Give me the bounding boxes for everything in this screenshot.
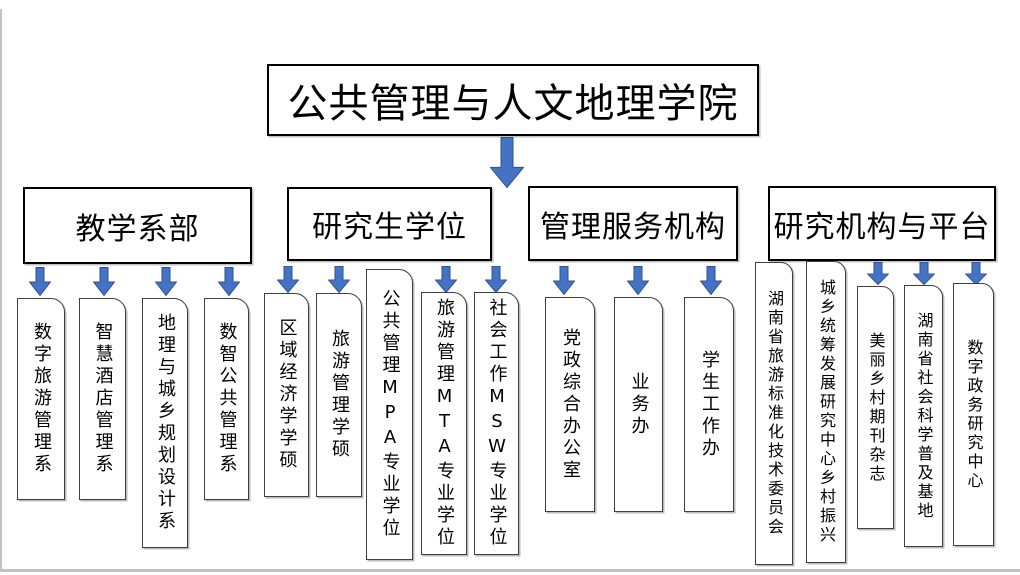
org-child-box-business-office: 业务办 xyxy=(614,297,663,512)
down-arrow-icon xyxy=(277,266,299,293)
org-child-box-digital-govt-research-center: 数字政务研究中心 xyxy=(953,283,994,546)
org-child-box-social-science-popularization-base: 湖南省社会科学普及基地 xyxy=(904,285,943,547)
org-child-label: 党政综合办公室 xyxy=(560,327,581,482)
org-child-label: 湖南省旅游标准化技术委员会 xyxy=(765,290,784,537)
down-arrow-icon xyxy=(867,262,889,285)
org-child-label: 公共管理MPA专业学位 xyxy=(379,289,401,540)
down-arrow-icon xyxy=(435,266,457,293)
org-child-label: 旅游管理MTA专业学位 xyxy=(434,298,455,549)
org-child-box-mta-professional-degree: 旅游管理MTA专业学位 xyxy=(421,292,467,555)
org-child-box-digital-public-admin-dept: 数智公共管理系 xyxy=(204,298,249,500)
org-branch-box-teaching-departments: 教学系部 xyxy=(23,187,252,264)
org-child-box-smart-hotel-dept: 智慧酒店管理系 xyxy=(79,298,126,500)
down-arrow-icon xyxy=(93,267,115,296)
org-child-box-regional-economics-masters: 区域经济学学硕 xyxy=(264,293,309,497)
down-arrow-icon xyxy=(155,267,177,296)
org-child-label: 城乡统筹发展研究中心乡村振兴 xyxy=(817,279,836,545)
org-child-box-beautiful-village-journal: 美丽乡村期刊杂志 xyxy=(857,286,894,529)
slide-left-edge xyxy=(0,9,2,571)
org-child-label: 美丽乡村期刊杂志 xyxy=(866,331,886,484)
org-child-box-geography-urban-rural-planning-dept: 地理与城乡规划设计系 xyxy=(142,298,188,548)
down-arrow-icon xyxy=(627,266,649,295)
org-child-label: 社会工作MSW专业学位 xyxy=(486,298,508,549)
org-branch-box-graduate-degrees: 研究生学位 xyxy=(287,187,492,261)
slide-bottom-edge xyxy=(0,569,1020,572)
org-child-label: 数字政务研究中心 xyxy=(964,338,984,491)
org-root-box: 公共管理与人文地理学院 xyxy=(267,64,759,136)
org-child-label: 地理与城乡规划设计系 xyxy=(155,313,176,533)
org-child-label: 业务办 xyxy=(628,371,650,438)
org-child-box-party-admin-office: 党政综合办公室 xyxy=(545,297,595,512)
down-arrow-icon xyxy=(29,267,51,296)
org-branch-box-management-service-orgs: 管理服务机构 xyxy=(528,186,738,261)
org-branch-label: 管理服务机构 xyxy=(540,209,726,245)
org-child-box-tourism-mgmt-masters: 旅游管理学硕 xyxy=(316,293,362,497)
org-child-box-msw-professional-degree: 社会工作MSW专业学位 xyxy=(474,292,519,555)
org-child-label: 区域经济学学硕 xyxy=(276,318,298,472)
org-branch-label: 研究机构与平台 xyxy=(773,209,991,245)
org-branch-box-research-platforms: 研究机构与平台 xyxy=(768,186,996,261)
org-child-box-digital-tourism-dept: 数字旅游管理系 xyxy=(17,298,65,500)
org-child-label: 数智公共管理系 xyxy=(216,322,238,476)
org-child-box-tourism-standardization-committee: 湖南省旅游标准化技术委员会 xyxy=(755,262,793,565)
org-branch-label: 教学系部 xyxy=(75,211,200,247)
org-child-label: 学生工作办 xyxy=(699,349,720,460)
org-child-label: 数字旅游管理系 xyxy=(31,322,52,476)
org-child-box-urban-rural-development-research-center: 城乡统筹发展研究中心乡村振兴 xyxy=(806,261,846,563)
down-arrow-icon xyxy=(913,262,935,285)
org-child-label: 湖南省社会科学普及基地 xyxy=(914,311,934,521)
org-child-label: 智慧酒店管理系 xyxy=(92,322,114,476)
down-arrow-icon xyxy=(965,262,987,285)
down-arrow-icon xyxy=(328,266,350,293)
down-arrow-icon xyxy=(218,267,240,296)
org-child-label: 旅游管理学硕 xyxy=(329,329,350,461)
org-branch-label: 研究生学位 xyxy=(312,210,467,245)
down-arrow-icon xyxy=(485,266,507,293)
org-root-label: 公共管理与人文地理学院 xyxy=(287,81,739,127)
down-arrow-icon xyxy=(700,266,722,295)
org-child-box-student-affairs-office: 学生工作办 xyxy=(684,297,734,512)
org-child-box-mpa-professional-degree: 公共管理MPA专业学位 xyxy=(366,269,413,560)
down-arrow-icon xyxy=(490,137,524,188)
down-arrow-icon xyxy=(553,266,575,295)
